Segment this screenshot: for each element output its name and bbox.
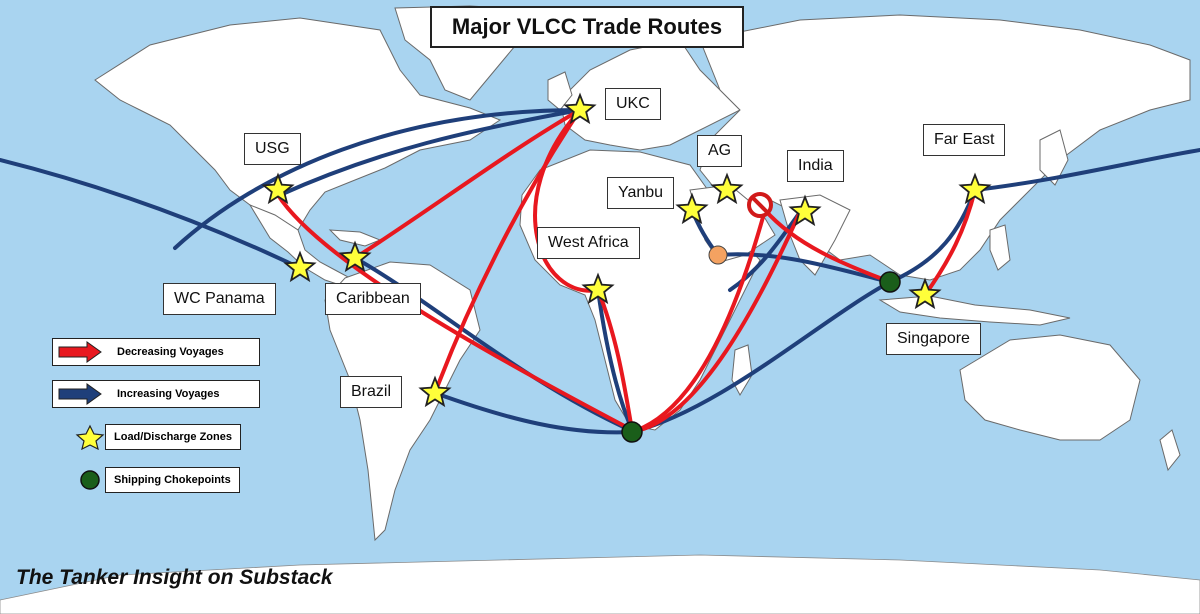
- star-india-icon: [788, 194, 822, 227]
- star-yanbu-icon: [675, 192, 709, 225]
- label-wc-panama: WC Panama: [163, 283, 276, 315]
- map-title: Major VLCC Trade Routes: [430, 6, 744, 48]
- philippines: [989, 224, 1011, 271]
- star-singapore-icon: [908, 277, 942, 310]
- route-india-singapore: [728, 210, 802, 292]
- label-singapore: Singapore: [886, 323, 981, 355]
- legend-zones: Load/Discharge Zones: [52, 423, 252, 451]
- star-caribbean-icon: [338, 240, 372, 273]
- label-far-east: Far East: [923, 124, 1006, 156]
- route-caribbean-africa-increasing: [353, 256, 632, 432]
- label-west-africa: West Africa: [537, 227, 640, 259]
- label-india: India: [787, 150, 844, 182]
- route-usg-ukc-increasing: [278, 108, 582, 197]
- route-usg-ukc-upper: [173, 108, 582, 250]
- antarctica: [0, 554, 1200, 614]
- route-singapore-fareast-decreasing: [923, 188, 977, 297]
- route-pacific-west: [0, 158, 302, 270]
- north-america: [94, 17, 502, 231]
- chokepoint-icon: [80, 470, 100, 490]
- route-fareast-pacific: [973, 148, 1200, 192]
- star-ag-icon: [710, 172, 744, 205]
- label-ukc: UKC: [605, 88, 661, 120]
- route-westafrica-cape-decreasing: [596, 288, 634, 432]
- label-brazil: Brazil: [340, 376, 403, 408]
- route-redsea-singapore: [716, 252, 892, 284]
- blocked-icon: [747, 192, 773, 218]
- star-icon: [75, 424, 105, 450]
- arrow-icon: [58, 341, 102, 363]
- new-zealand: [1159, 429, 1181, 472]
- label-usg: USG: [244, 133, 301, 165]
- label-caribbean: Caribbean: [325, 283, 421, 315]
- route-westafrica-cape-increasing: [596, 288, 634, 432]
- red-sea-marker: [708, 245, 728, 265]
- star-wc-panama-icon: [283, 250, 317, 283]
- legend-increasing: Increasing Voyages: [52, 380, 260, 408]
- route-cape-india: [630, 210, 802, 434]
- arrow-icon: [58, 383, 102, 405]
- legend-decreasing: Decreasing Voyages: [52, 338, 260, 366]
- label-yanbu: Yanbu: [607, 177, 675, 209]
- increasing-routes: [0, 108, 1200, 435]
- route-brazil-ukc: [433, 108, 582, 395]
- route-cape-ag: [630, 208, 767, 434]
- chokepoint-icon: [621, 421, 643, 443]
- route-caribbean-ukc: [353, 108, 582, 260]
- credit: The Tanker Insight on Substack: [16, 566, 333, 589]
- star-brazil-icon: [418, 375, 452, 408]
- australia: [959, 334, 1141, 441]
- route-ag-singapore: [763, 208, 892, 284]
- uk: [547, 71, 573, 111]
- star-far-east-icon: [958, 172, 992, 205]
- label-ag: AG: [697, 135, 743, 167]
- star-usg-icon: [261, 172, 295, 205]
- chokepoint-icon: [879, 271, 901, 293]
- route-brazil-africa-increasing: [433, 391, 634, 435]
- star-ukc-icon: [563, 92, 597, 125]
- load-discharge-stars: [261, 92, 992, 408]
- japan: [1039, 129, 1069, 186]
- star-west-africa-icon: [581, 272, 615, 305]
- caribbean-islands: [328, 229, 382, 247]
- legend-chokepoints: Shipping Chokepoints: [52, 466, 252, 494]
- route-cape-singapore-increasing: [630, 280, 892, 434]
